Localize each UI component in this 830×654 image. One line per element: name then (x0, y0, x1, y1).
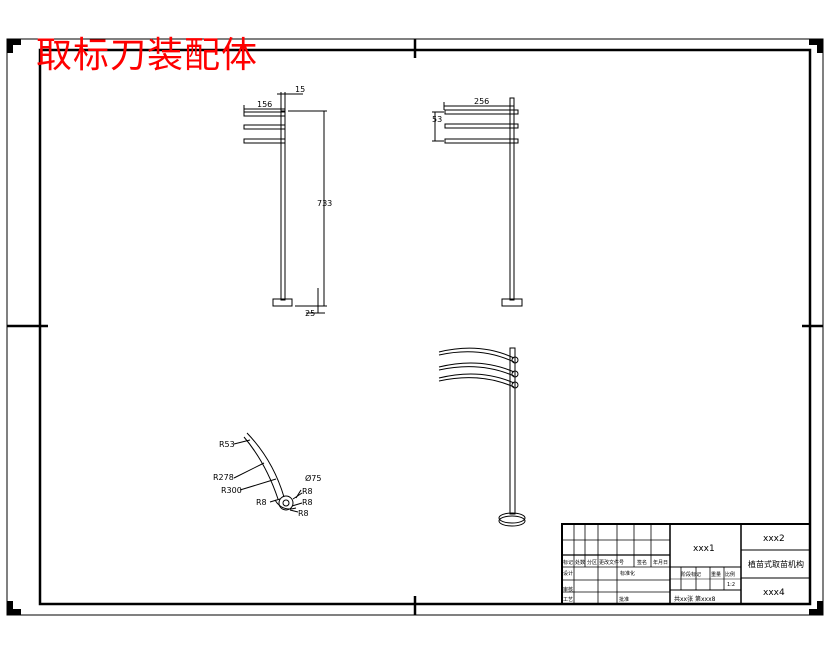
header-change-doc: 更改文件号 (599, 559, 624, 566)
company-note: 共xx张 第xxx8 (674, 595, 716, 603)
header-mark: 标记 (563, 559, 573, 566)
isometric-view (438, 347, 526, 527)
dim-15: 15 (295, 85, 305, 94)
dim-r8-c: R8 (298, 509, 309, 518)
header-designer: 设计 (563, 570, 573, 577)
front-view (243, 92, 327, 314)
header-stage-mark: 阶段标记 (681, 571, 701, 578)
material-code: xxx4 (763, 588, 785, 598)
corner-marks (7, 39, 823, 615)
center-marks (7, 39, 823, 615)
drawing-code: xxx2 (763, 534, 785, 544)
header-scale: 比例 (725, 571, 735, 578)
front-view-labels: 156 15 733 25 (257, 85, 332, 318)
blade-detail-labels: R53 R278 R300 Ø75 R8 R8 R8 R8 (213, 440, 321, 518)
header-standardization: 标准化 (620, 570, 635, 577)
dim-r53: R53 (219, 440, 235, 449)
header-zone: 分区 (587, 559, 597, 566)
header-checker: 审核 (563, 586, 573, 593)
header-date: 年月日 (653, 559, 668, 566)
header-approval: 批准 (619, 596, 629, 603)
scale-value: 1:2 (727, 582, 735, 588)
dim-733: 733 (317, 199, 332, 208)
dim-r8-a: R8 (302, 487, 313, 496)
watermark-title: 取标刀装配体 (36, 35, 259, 76)
dim-r300: R300 (221, 486, 242, 495)
dim-25: 25 (305, 309, 315, 318)
dim-phi75: Ø75 (305, 473, 321, 483)
dim-r8-d: R8 (256, 498, 267, 507)
drawing-name: 植苗式取苗机构 (748, 559, 804, 569)
header-process: 工艺 (563, 597, 573, 603)
header-count: 处数 (575, 559, 585, 566)
dim-156: 156 (257, 100, 272, 109)
dim-r8-b: R8 (302, 498, 313, 507)
sheet-border (6, 38, 824, 616)
blade-detail (233, 432, 303, 513)
side-view-labels: 256 53 (432, 97, 489, 124)
title-block (561, 523, 811, 605)
dim-256: 256 (474, 97, 489, 106)
dim-r278: R278 (213, 473, 234, 482)
side-view (432, 97, 523, 307)
part-number: xxx1 (693, 544, 715, 554)
header-weight: 重量 (711, 571, 721, 578)
dim-53: 53 (432, 115, 442, 124)
header-signature: 签名 (637, 559, 647, 566)
title-block-text: xxx1 xxx2 植苗式取苗机构 xxx4 共xx张 第xxx8 1:2 标记… (563, 534, 804, 603)
